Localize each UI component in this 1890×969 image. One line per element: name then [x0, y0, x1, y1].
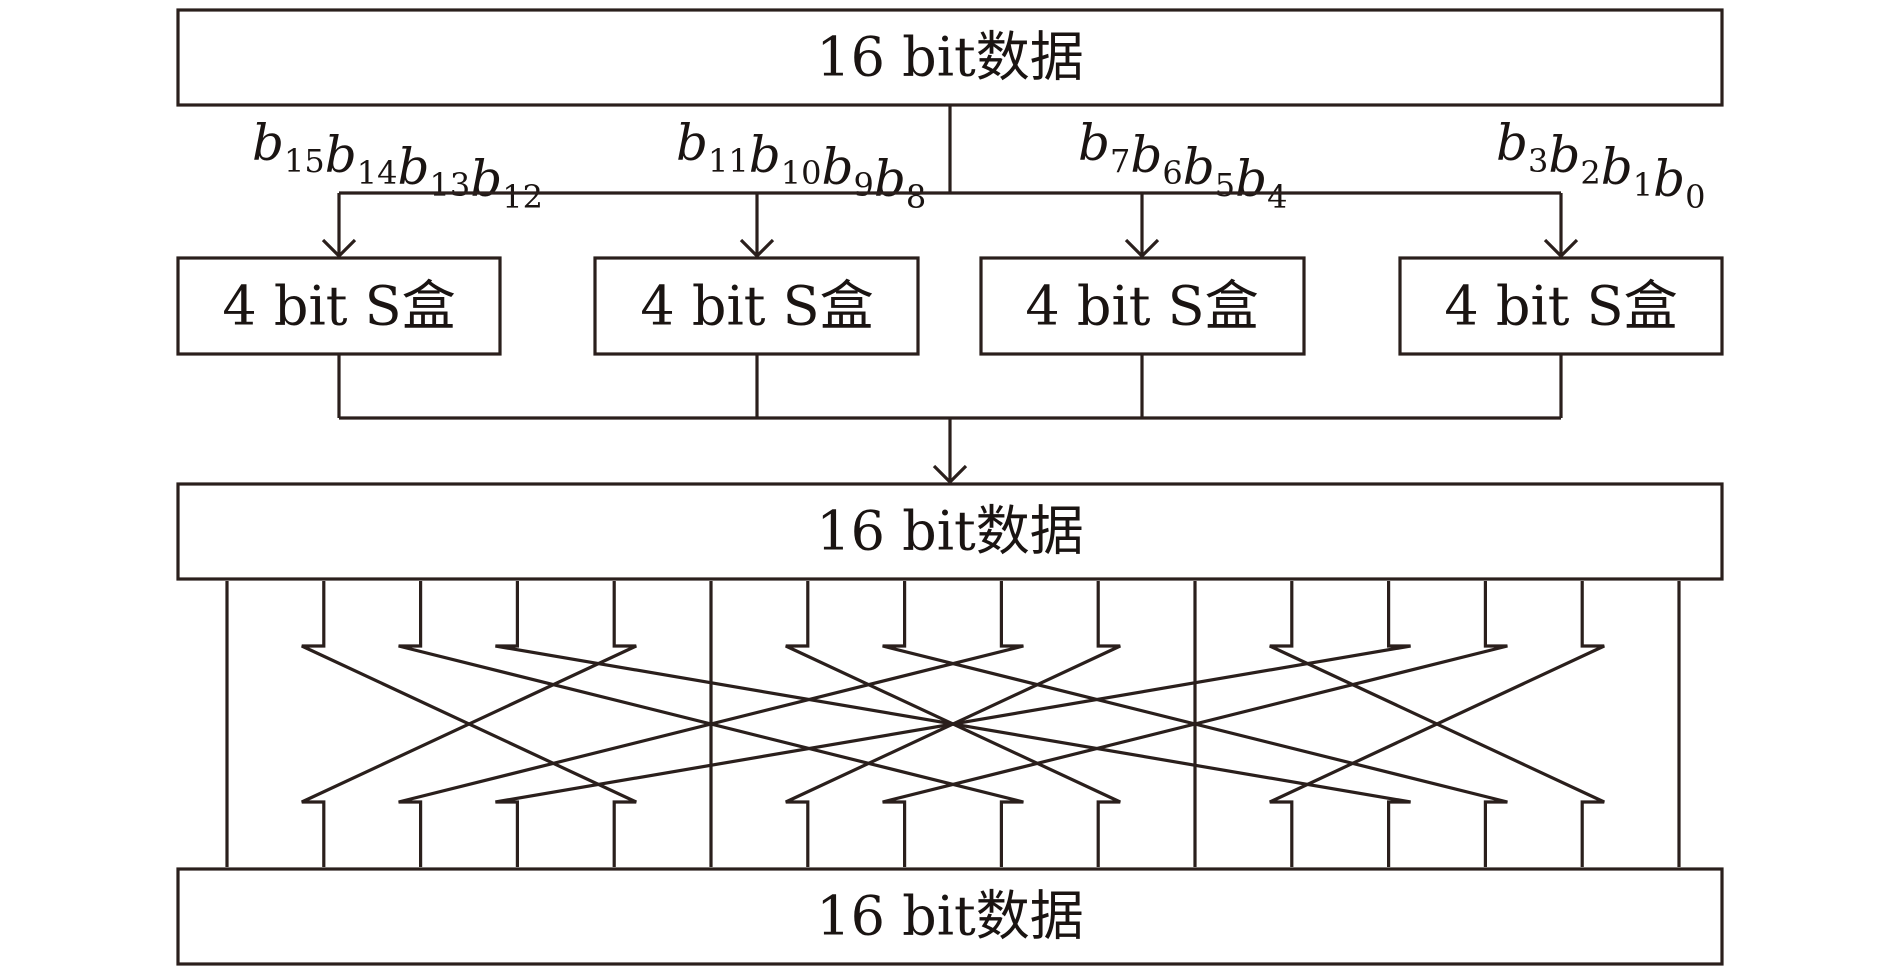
merge-wiring — [337, 354, 1563, 485]
sbox: 4 bit S盒 — [979, 256, 1306, 356]
permutation-wiring — [225, 581, 1681, 867]
split-wiring — [321, 105, 1579, 259]
sbox-rect — [1398, 256, 1724, 356]
sbox: 4 bit S盒 — [593, 256, 920, 356]
sbox: 4 bit S盒 — [1398, 256, 1724, 356]
sbox-row: 4 bit S盒 4 bit S盒 4 bit S盒 4 bit S盒 — [176, 256, 1724, 356]
permutation-wire — [882, 581, 1508, 867]
bit-group-label: b15b14b13b12 — [252, 114, 543, 216]
bit-symbol: b — [325, 126, 357, 184]
bit-subscript: 15 — [284, 142, 325, 180]
bit-symbol: b — [470, 150, 502, 208]
sbox-label: 4 bit S盒 — [1025, 275, 1258, 338]
sbox-rect — [979, 256, 1306, 356]
bit-symbol: b — [749, 126, 781, 184]
bit-subscript: 3 — [1528, 142, 1548, 180]
bit-subscript: 1 — [1633, 166, 1653, 204]
bit-subscript: 10 — [781, 154, 822, 192]
permutation-wire — [495, 581, 1411, 867]
bit-symbol: b — [1496, 114, 1528, 172]
top-data-label: 16 bit数据 — [816, 26, 1083, 89]
bit-symbol: b — [397, 138, 429, 196]
top-data-box — [176, 8, 1724, 107]
permutation-wire — [398, 581, 1024, 867]
bit-symbol: b — [1130, 126, 1162, 184]
down-arrow-icon — [1124, 238, 1160, 259]
down-arrow-icon — [1543, 238, 1579, 259]
bit-symbol: b — [1078, 114, 1110, 172]
bit-symbol: b — [1548, 126, 1580, 184]
bit-subscript: 6 — [1162, 154, 1182, 192]
bit-group-label: b11b10b9b8 — [676, 114, 926, 216]
bit-subscript: 14 — [357, 154, 398, 192]
bit-symbol: b — [1183, 138, 1215, 196]
bit-subscript: 7 — [1110, 142, 1130, 180]
bottom-data-label: 16 bit数据 — [816, 885, 1083, 948]
bit-symbol: b — [1601, 138, 1633, 196]
bit-symbol: b — [1235, 150, 1267, 208]
permutation-wire — [1269, 581, 1605, 867]
sbox-label: 4 bit S盒 — [640, 275, 873, 338]
top-data-block: 16 bit数据 — [176, 8, 1724, 107]
bit-group-labels: b15b14b13b12 b11b10b9b8 b7b6b5b4 b3b2b1b… — [252, 114, 1706, 216]
middle-data-box — [176, 482, 1724, 581]
bottom-data-block: 16 bit数据 — [176, 867, 1724, 966]
middle-data-label: 16 bit数据 — [816, 500, 1083, 563]
bit-subscript: 12 — [502, 178, 543, 216]
sbox-label: 4 bit S盒 — [222, 275, 455, 338]
down-arrow-icon — [321, 238, 357, 259]
bit-subscript: 11 — [708, 142, 749, 180]
sbox-rect — [176, 256, 502, 356]
bit-subscript: 4 — [1267, 178, 1287, 216]
bit-subscript: 9 — [853, 166, 873, 204]
sbox-label: 4 bit S盒 — [1444, 275, 1677, 338]
down-arrow-icon — [739, 238, 775, 259]
bit-subscript: 0 — [1685, 178, 1705, 216]
bit-symbol: b — [1653, 150, 1685, 208]
bottom-data-box — [176, 867, 1724, 966]
bit-symbol: b — [252, 114, 284, 172]
permutation-wire — [301, 581, 637, 867]
bit-symbol: b — [821, 138, 853, 196]
bit-group-label: b7b6b5b4 — [1078, 114, 1288, 216]
middle-data-block: 16 bit数据 — [176, 482, 1724, 581]
down-arrow-icon — [932, 464, 968, 485]
bit-subscript: 2 — [1580, 154, 1600, 192]
sbox: 4 bit S盒 — [176, 256, 502, 356]
bit-subscript: 13 — [429, 166, 470, 204]
bit-group-label: b3b2b1b0 — [1496, 114, 1706, 216]
bit-subscript: 5 — [1215, 166, 1235, 204]
bit-symbol: b — [676, 114, 708, 172]
bit-subscript: 8 — [906, 178, 926, 216]
bit-symbol: b — [874, 150, 906, 208]
